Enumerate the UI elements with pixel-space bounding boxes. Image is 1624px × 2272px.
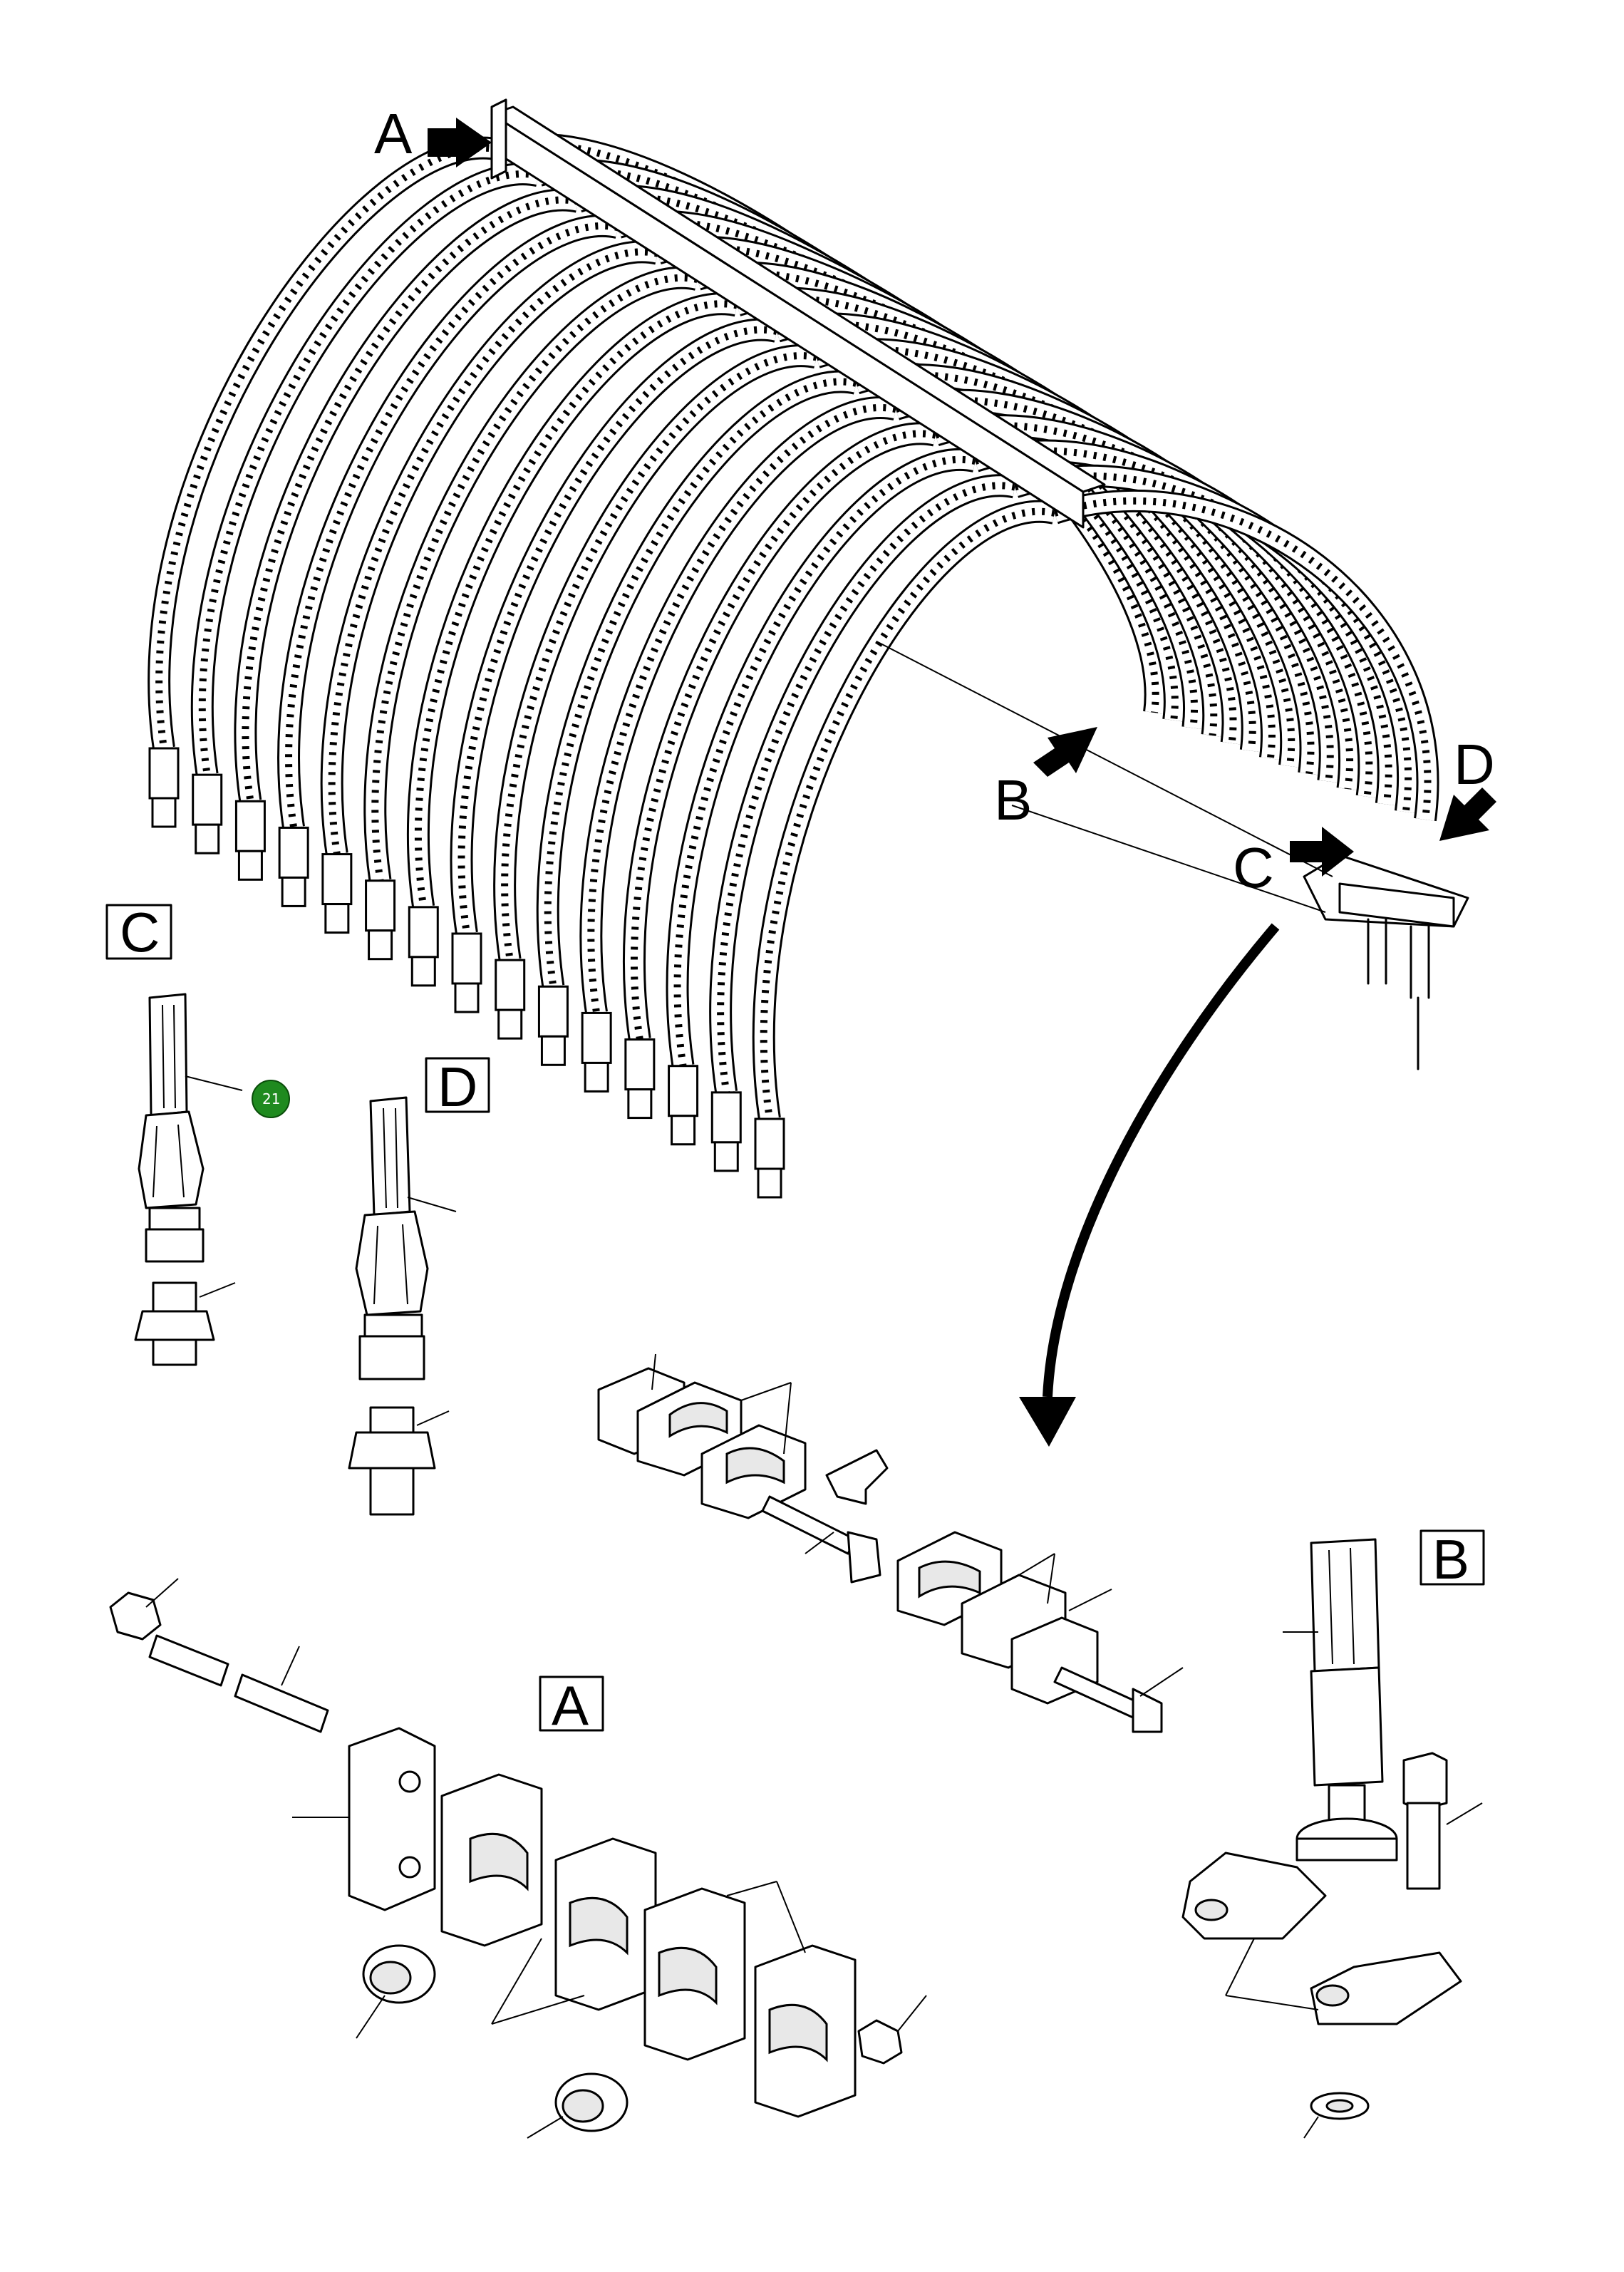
hose [752,490,1439,1199]
callout-b: B [994,727,1097,832]
callout-d: D [1439,733,1496,841]
detail-b-title: B [1432,1528,1469,1591]
manifold-bar [490,98,1106,529]
callout-b-label: B [994,768,1032,832]
callout-a-arrow-icon [428,118,492,167]
item-number-label: 21 [262,1090,280,1107]
callout-a-label: A [374,102,413,165]
item-number-badge-circle [252,1080,290,1118]
callout-c-label: C [1233,836,1274,899]
detail-d-title: D [438,1055,477,1118]
end-block [1303,854,1469,1070]
item-number-badge: 21 [252,1080,290,1118]
curved-arrow-head-icon [1019,1397,1076,1447]
callout-a: A [374,102,492,167]
hose-bundle [148,133,1439,1199]
curved-arrow [1019,923,1280,1447]
callout-c: C [1233,827,1354,899]
callout-d-label: D [1454,733,1495,796]
detail-b: B [1181,1528,1485,2139]
detail-a-title: A [552,1674,589,1737]
detail-a: A [109,1578,927,2139]
bracket-exploded-view [597,1353,1184,1733]
detail-c-title: C [120,901,160,964]
detail-d: D [348,1055,490,1516]
detail-c: C [105,901,243,1366]
callout-d-arrow-icon [1439,788,1496,841]
callout-b-arrow-icon [1033,727,1097,777]
hose [579,388,1361,1093]
hose-arch-assembly [148,98,1469,1199]
callout-c-arrow-icon [1290,827,1354,877]
